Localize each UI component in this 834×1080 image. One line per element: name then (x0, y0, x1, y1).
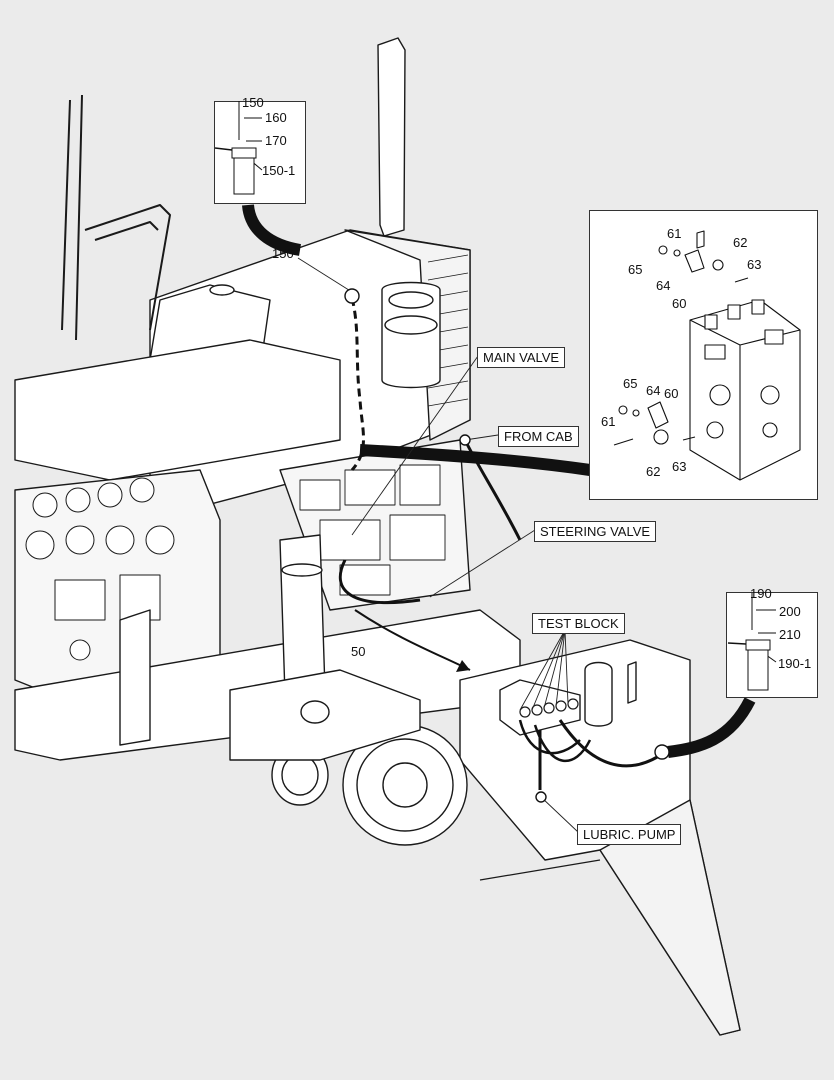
part-number-64-top: 64 (656, 278, 671, 293)
steering-cylinder (279, 534, 326, 696)
inset-panel-190 (726, 592, 818, 698)
part-number-62-top: 62 (733, 235, 748, 250)
side-frame-plate (119, 609, 151, 746)
inset-panel-150 (214, 101, 306, 204)
inset-190-leader (667, 697, 756, 758)
handrail (61, 94, 171, 341)
hose-from-cab (463, 439, 522, 541)
inset-150-leader (242, 204, 302, 256)
part-number-63-bottom: 63 (672, 459, 687, 474)
hose-main (359, 444, 591, 476)
part-number-65-top: 65 (628, 262, 643, 277)
part-number-61-bottom: 61 (601, 414, 616, 429)
air-cleaner (381, 281, 441, 389)
part-number-150-1: 150-1 (262, 163, 296, 178)
part-number-210: 210 (779, 627, 801, 642)
part-number-200: 200 (779, 604, 801, 619)
part-number-63-top: 63 (747, 257, 762, 272)
flow-arrow (456, 660, 470, 672)
callout-steering-valve: STEERING VALVE (534, 521, 657, 542)
part-number-64-bottom: 64 (646, 383, 661, 398)
part-number-50: 50 (351, 644, 366, 659)
part-number-62-bottom: 62 (646, 464, 661, 479)
platform (14, 339, 341, 481)
callout-from-cab: FROM CAB (498, 426, 579, 447)
part-number-65-bottom: 65 (623, 376, 638, 391)
part-number-190: 190 (750, 586, 772, 601)
inset-panel-main-valve (589, 210, 818, 500)
part-number-60-top: 60 (672, 296, 687, 311)
part-number-60-bottom: 60 (664, 386, 679, 401)
fender-rear-plate (599, 799, 741, 1036)
radiator-panel (344, 229, 471, 441)
part-number-170: 170 (265, 133, 287, 148)
part-number-190-1: 190-1 (778, 656, 812, 671)
part-number-61-top: 61 (667, 226, 682, 241)
callout-test-block: TEST BLOCK (532, 613, 625, 634)
callout-lubric-pump: LUBRIC. PUMP (577, 824, 682, 845)
part-number-150-main: 150 (272, 246, 294, 261)
hose-lubric (538, 719, 666, 790)
part-number-150-inset: 150 (242, 95, 264, 110)
lubrication-pump (584, 661, 613, 727)
hose-to-steering (338, 559, 421, 605)
hose-dashed (350, 297, 365, 472)
callout-main-valve: MAIN VALVE (477, 347, 566, 368)
part-number-160: 160 (265, 110, 287, 125)
exhaust-stack (377, 37, 406, 237)
